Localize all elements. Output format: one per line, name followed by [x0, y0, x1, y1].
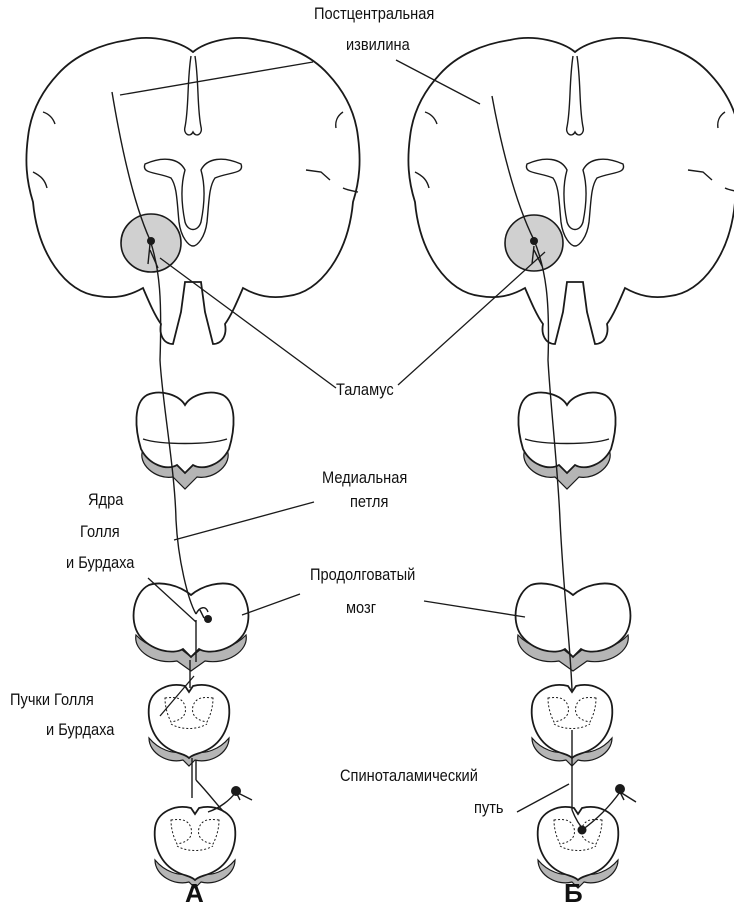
nuclei-label-line3: и Бурдаха [66, 553, 134, 573]
postcentral-gyrus-label-line1: Постцентральная [314, 4, 434, 24]
panel-label-a: А [185, 878, 204, 909]
midbrain-section-b [518, 393, 615, 489]
medulla-label-line1: Продолговатый [310, 565, 415, 585]
spinal-cord-lower-a [155, 807, 236, 888]
thalamic-neuron-a [147, 237, 155, 245]
medulla-section-a [134, 583, 249, 671]
nuclei-label-line1: Ядра [88, 490, 123, 510]
spinothalamic-label-line1: Спиноталамический [340, 766, 478, 786]
medulla-label-line2: мозг [346, 598, 376, 618]
thalamic-neuron-b [530, 237, 538, 245]
fasciculi-label-line1: Пучки Голля [10, 690, 94, 710]
postcentral-gyrus-label-line2: извилина [346, 35, 410, 55]
medial-lemniscus-label-line1: Медиальная [322, 468, 407, 488]
nuclei-label-line2: Голля [80, 522, 120, 542]
fasciculi-label-line2: и Бурдаха [46, 720, 114, 740]
midbrain-section-a [136, 393, 233, 489]
spinal-cord-lower-b [538, 807, 619, 888]
nucleus-neuron-a [204, 615, 212, 623]
spinal-cord-upper-a [149, 685, 230, 766]
panel-label-b: Б [564, 878, 583, 909]
brain-section-b [408, 38, 734, 344]
medial-lemniscus-label-line2: петля [350, 492, 388, 512]
thalamus-label: Таламус [336, 380, 394, 400]
spinothalamic-label-line2: путь [474, 798, 504, 818]
dorsal-root-ganglion-b [615, 784, 625, 794]
medulla-section-b [516, 583, 631, 671]
dorsal-root-ganglion-a [231, 786, 241, 796]
brain-section-a [26, 38, 359, 344]
